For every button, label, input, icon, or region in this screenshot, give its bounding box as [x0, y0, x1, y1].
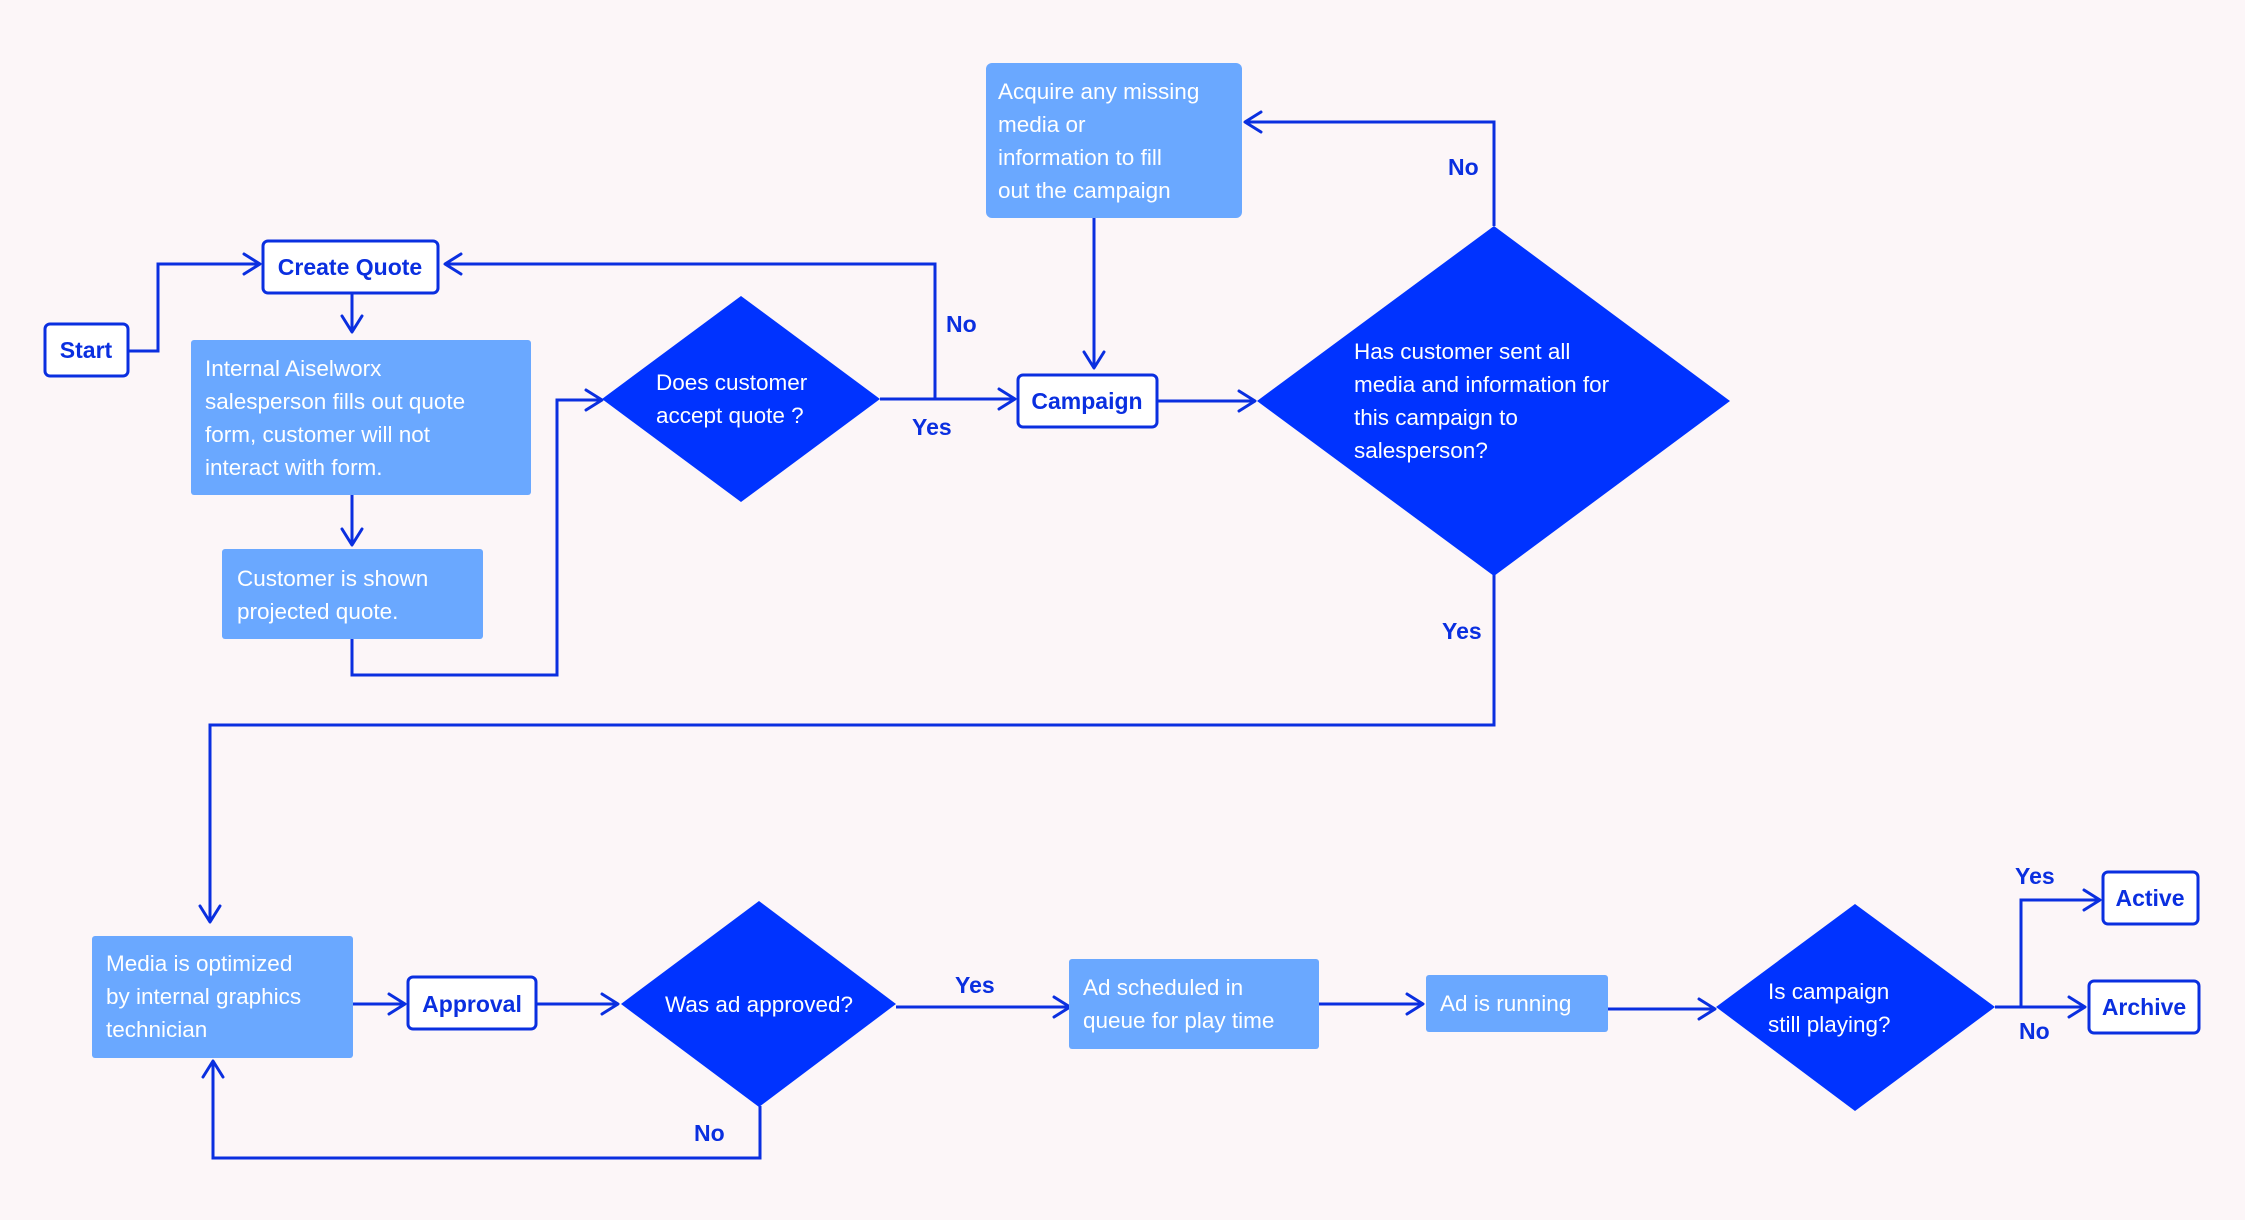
- edge-sent-yes-to-optimized: [198, 575, 1496, 924]
- edge-label-playing-no: No: [2019, 1018, 2050, 1044]
- node-media-optimized[interactable]: Media is optimized by internal graphics …: [92, 936, 353, 1058]
- node-approval[interactable]: Approval: [406, 975, 538, 1031]
- start-box: [43, 322, 130, 378]
- edge-playing-yes-to-active: [1995, 888, 2102, 1009]
- active-label: Active: [2115, 885, 2184, 911]
- media-optimized-line-1: Media is optimized: [106, 951, 292, 976]
- acquire-media-line-3: information to fill: [998, 145, 1162, 170]
- sent-all-media-diamond: [1257, 226, 1730, 576]
- create-quote-label: Create Quote: [278, 254, 422, 280]
- media-optimized-line-2: by internal graphics: [106, 984, 301, 1009]
- node-start[interactable]: Start: [43, 322, 130, 378]
- acquire-media-box: [986, 63, 1242, 218]
- ad-scheduled-line-2: queue for play time: [1083, 1008, 1274, 1033]
- node-ad-approved[interactable]: Was ad approved?: [621, 901, 896, 1107]
- node-archive[interactable]: Archive: [2087, 979, 2201, 1035]
- node-campaign[interactable]: Campaign: [1016, 373, 1159, 429]
- active-box: [2101, 870, 2200, 926]
- node-fill-quote[interactable]: Internal Aiselworx salesperson fills out…: [191, 340, 531, 495]
- edge-shown-to-accept: [350, 388, 604, 677]
- edge-label-sent-yes: Yes: [1442, 618, 1482, 644]
- ad-scheduled-label: Ad scheduled in queue for play time: [1083, 975, 1274, 1033]
- accept-quote-diamond: [602, 296, 880, 502]
- edge-label-sent-no: No: [1448, 154, 1479, 180]
- fill-quote-line-1: Internal Aiselworx: [205, 356, 382, 381]
- accept-quote-line-2: accept quote ?: [656, 403, 804, 428]
- node-shown-quote[interactable]: Customer is shown projected quote.: [222, 549, 483, 639]
- ad-approved-label: Was ad approved?: [665, 992, 853, 1017]
- media-optimized-box: [92, 936, 353, 1058]
- accept-quote-line-1: Does customer: [656, 370, 808, 395]
- still-playing-line-1: Is campaign: [1768, 979, 1889, 1004]
- fill-quote-label: Internal Aiselworx salesperson fills out…: [205, 356, 471, 480]
- ad-scheduled-line-1: Ad scheduled in: [1083, 975, 1243, 1000]
- node-ad-running[interactable]: Ad is running: [1426, 975, 1608, 1032]
- edge-approved-no-to-optimized: [201, 1059, 762, 1160]
- ad-running-box: [1426, 975, 1608, 1032]
- acquire-media-line-1: Acquire any missing: [998, 79, 1199, 104]
- ad-running-label: Ad is running: [1440, 991, 1571, 1016]
- sent-all-media-line-4: salesperson?: [1354, 438, 1488, 463]
- acquire-media-line-2: media or: [998, 112, 1086, 137]
- node-sent-all-media[interactable]: Has customer sent all media and informat…: [1257, 226, 1730, 576]
- campaign-box: [1016, 373, 1159, 429]
- fill-quote-box: [191, 340, 531, 495]
- accept-quote-label: Does customer accept quote ?: [656, 370, 814, 428]
- node-accept-quote[interactable]: Does customer accept quote ?: [602, 296, 880, 502]
- node-ad-scheduled[interactable]: Ad scheduled in queue for play time: [1069, 959, 1319, 1049]
- sent-all-media-line-3: this campaign to: [1354, 405, 1518, 430]
- approval-box: [406, 975, 538, 1031]
- fill-quote-line-2: salesperson fills out quote: [205, 389, 465, 414]
- media-optimized-line-3: technician: [106, 1017, 207, 1042]
- still-playing-diamond: [1716, 904, 1995, 1111]
- edge-accept-no-to-create-quote: [443, 252, 937, 398]
- still-playing-label: Is campaign still playing?: [1768, 979, 1896, 1037]
- start-label: Start: [60, 337, 113, 363]
- ad-approved-diamond: [621, 901, 896, 1107]
- acquire-media-label: Acquire any missing media or information…: [998, 79, 1206, 203]
- edge-sent-no-to-acquire: [1243, 110, 1496, 226]
- edge-labels: No Yes No Yes Yes No Yes No: [694, 154, 2055, 1146]
- fill-quote-line-3: form, customer will not: [205, 422, 431, 447]
- edge-start-to-create-quote: [128, 252, 262, 353]
- edge-label-playing-yes: Yes: [2015, 863, 2055, 889]
- node-create-quote[interactable]: Create Quote: [261, 239, 440, 295]
- shown-quote-line-1: Customer is shown: [237, 566, 428, 591]
- edge-label-accept-yes: Yes: [912, 414, 952, 440]
- fill-quote-line-4: interact with form.: [205, 455, 383, 480]
- node-still-playing[interactable]: Is campaign still playing?: [1716, 904, 1995, 1111]
- edge-label-approved-yes: Yes: [955, 972, 995, 998]
- media-optimized-label: Media is optimized by internal graphics …: [106, 951, 307, 1042]
- edge-label-accept-no: No: [946, 311, 977, 337]
- sent-all-media-label: Has customer sent all media and informat…: [1354, 339, 1615, 463]
- archive-box: [2087, 979, 2201, 1035]
- node-active[interactable]: Active: [2101, 870, 2200, 926]
- ad-scheduled-box: [1069, 959, 1319, 1049]
- edge-label-approved-no: No: [694, 1120, 725, 1146]
- shown-quote-label: Customer is shown projected quote.: [237, 566, 435, 624]
- create-quote-box: [261, 239, 440, 295]
- acquire-media-line-4: out the campaign: [998, 178, 1171, 203]
- shown-quote-line-2: projected quote.: [237, 599, 398, 624]
- node-acquire-media[interactable]: Acquire any missing media or information…: [986, 63, 1242, 218]
- sent-all-media-line-1: Has customer sent all: [1354, 339, 1570, 364]
- connectors: [128, 110, 2102, 1160]
- campaign-label: Campaign: [1031, 388, 1142, 414]
- archive-label: Archive: [2102, 994, 2186, 1020]
- sent-all-media-line-2: media and information for: [1354, 372, 1610, 397]
- approval-label: Approval: [422, 991, 522, 1017]
- shown-quote-box: [222, 549, 483, 639]
- still-playing-line-2: still playing?: [1768, 1012, 1891, 1037]
